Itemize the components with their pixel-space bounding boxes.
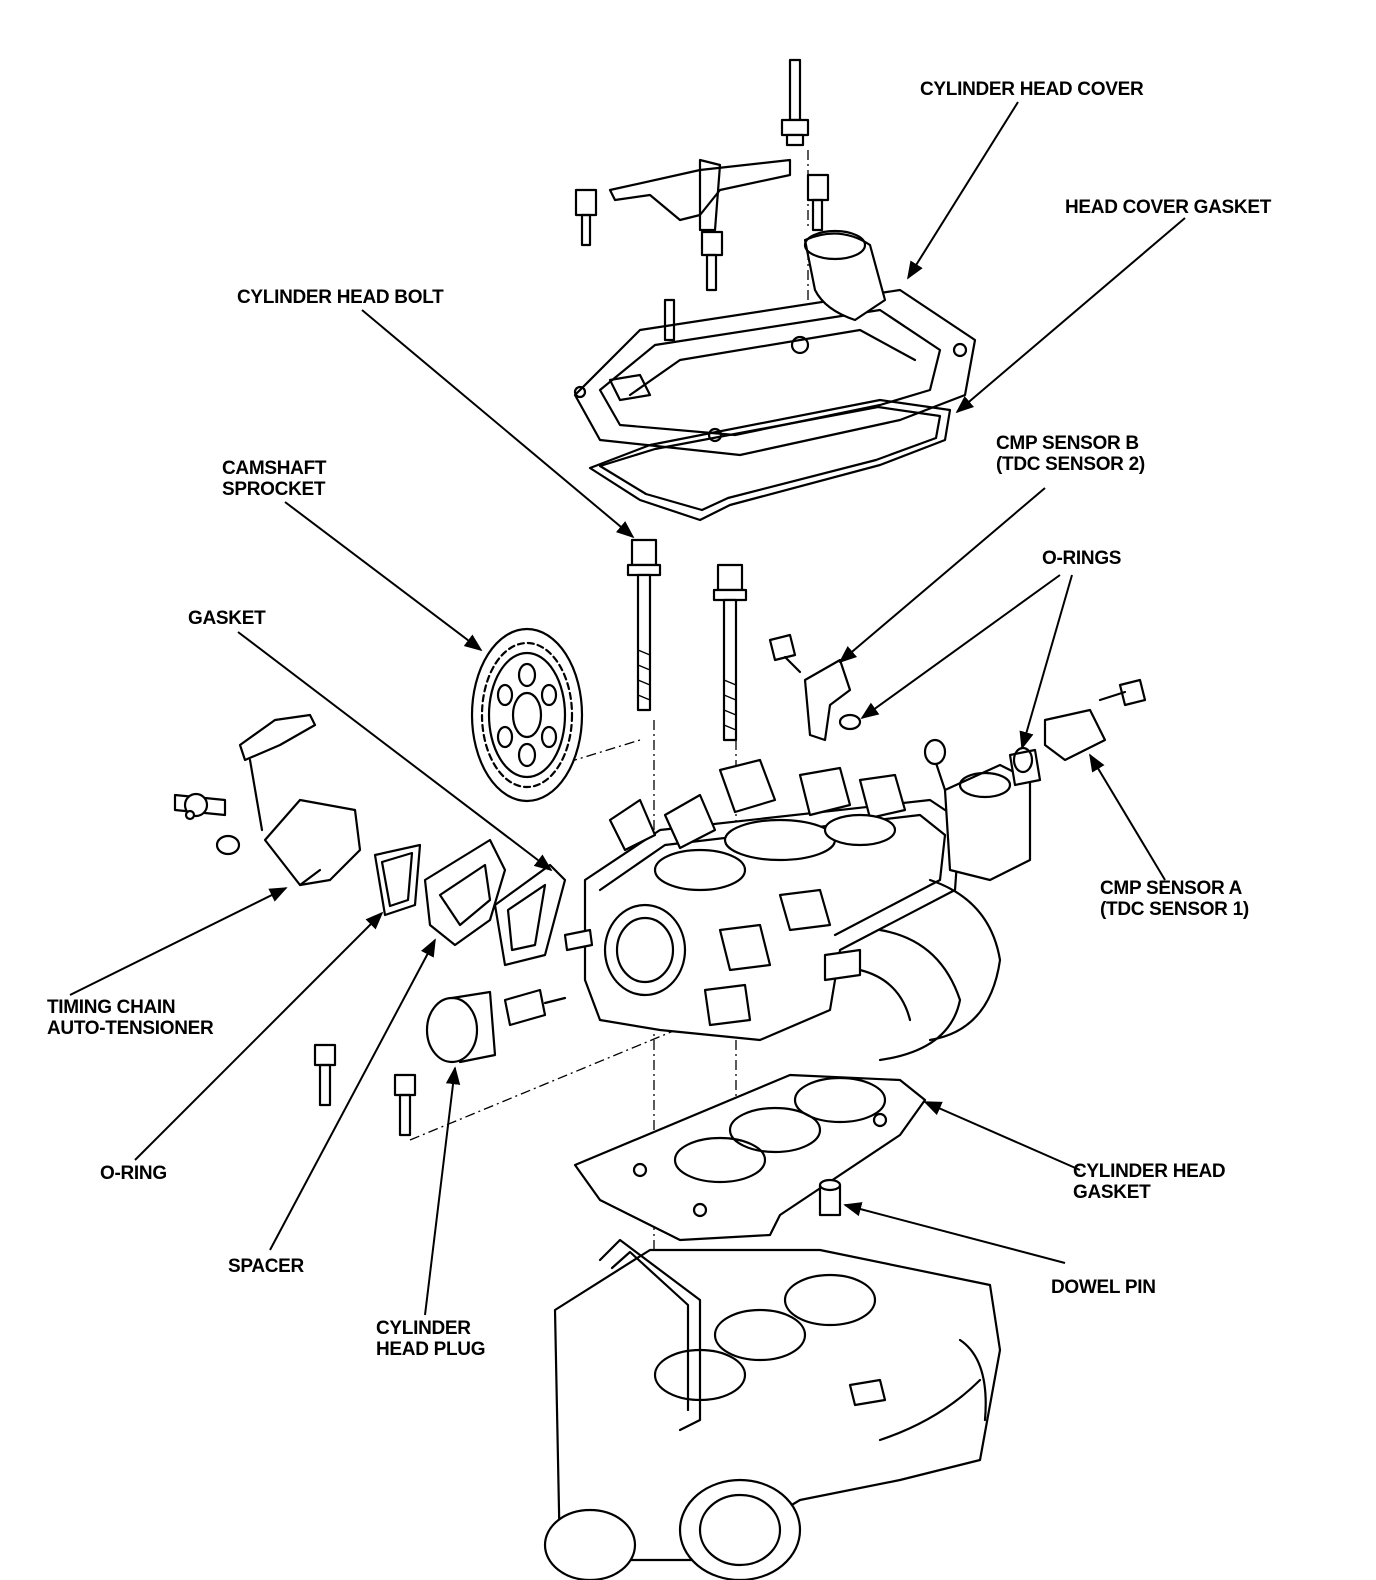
label-gasket: GASKET xyxy=(188,608,266,629)
cylinder-head xyxy=(583,758,1002,1062)
label-o-ring: O-RING xyxy=(100,1163,167,1184)
label-cylinder-head-gasket: CYLINDER HEAD GASKET xyxy=(1073,1161,1226,1203)
leader-timing-chain-auto-tensioner xyxy=(69,887,288,996)
label-cylinder-head-plug-line1: CYLINDER xyxy=(376,1318,471,1339)
spacer xyxy=(423,838,507,947)
engine-block xyxy=(543,1238,1002,1580)
cmp-sensor-a xyxy=(1012,678,1147,774)
label-camshaft-sprocket-line2: SPROCKET xyxy=(222,479,326,500)
label-cmp-sensor-a: CMP SENSOR A (TDC SENSOR 1) xyxy=(1100,878,1249,920)
leader-cmp-sensor-b xyxy=(838,487,1046,664)
timing-chain-auto-tensioner xyxy=(173,713,362,887)
label-cylinder-head-gasket-line2: GASKET xyxy=(1073,1182,1151,1203)
cylinder-head-gasket xyxy=(573,1073,927,1242)
label-cmp-sensor-b-line2: (TDC SENSOR 2) xyxy=(996,454,1145,475)
tensioner-o-ring xyxy=(373,843,422,917)
label-cmp-sensor-a-line2: (TDC SENSOR 1) xyxy=(1100,899,1249,920)
cover-bolts xyxy=(574,58,830,342)
leader-o-rings-1 xyxy=(860,574,1061,720)
label-cylinder-head-plug: CYLINDER HEAD PLUG xyxy=(376,1318,486,1360)
label-cmp-sensor-b: CMP SENSOR B (TDC SENSOR 2) xyxy=(996,433,1145,475)
cylinder-head-bolts xyxy=(626,538,748,742)
label-camshaft-sprocket-line1: CAMSHAFT xyxy=(222,458,327,479)
camshaft-sprocket xyxy=(470,627,584,803)
dowel-pin xyxy=(818,1178,842,1217)
leader-dowel-pin xyxy=(843,1202,1066,1264)
leader-cmp-sensor-a xyxy=(1089,753,1166,881)
label-timing-chain-auto-tensioner: TIMING CHAIN AUTO-TENSIONER xyxy=(47,997,214,1039)
leader-cylinder-head-cover xyxy=(907,101,1019,280)
leader-camshaft-sprocket xyxy=(284,501,483,652)
label-cmp-sensor-b-line1: CMP SENSOR B xyxy=(996,433,1139,454)
leader-spacer xyxy=(269,938,436,1251)
label-timing-chain-line1: TIMING CHAIN xyxy=(47,997,176,1018)
label-spacer: SPACER xyxy=(228,1256,304,1277)
leader-cylinder-head-gasket xyxy=(923,1101,1081,1171)
label-cylinder-head-bolt: CYLINDER HEAD BOLT xyxy=(237,287,444,308)
label-o-rings: O-RINGS xyxy=(1042,548,1122,569)
leader-o-ring xyxy=(134,911,384,1161)
label-timing-chain-line2: AUTO-TENSIONER xyxy=(47,1018,214,1039)
label-head-cover-gasket: HEAD COVER GASKET xyxy=(1065,197,1272,218)
cmp-sensor-b xyxy=(768,633,862,742)
loose-bolts xyxy=(313,928,594,1137)
leader-cylinder-head-bolt xyxy=(361,309,635,539)
label-cylinder-head-cover: CYLINDER HEAD COVER xyxy=(920,79,1144,100)
label-camshaft-sprocket: CAMSHAFT SPROCKET xyxy=(222,458,327,500)
label-cylinder-head-gasket-line1: CYLINDER HEAD xyxy=(1073,1161,1226,1182)
gasket xyxy=(493,863,567,967)
leader-cylinder-head-plug xyxy=(424,1066,461,1316)
label-dowel-pin: DOWEL PIN xyxy=(1051,1277,1156,1298)
label-cmp-sensor-a-line1: CMP SENSOR A xyxy=(1100,878,1243,899)
cylinder-head-plug xyxy=(425,990,497,1064)
leader-lines xyxy=(69,101,1186,1316)
cover-bracket xyxy=(608,158,792,232)
label-cylinder-head-plug-line2: HEAD PLUG xyxy=(376,1339,486,1360)
leader-o-rings-2 xyxy=(1019,574,1073,750)
head-cover-gasket xyxy=(588,398,952,522)
leader-gasket xyxy=(237,631,553,872)
leader-head-cover-gasket xyxy=(955,217,1186,414)
